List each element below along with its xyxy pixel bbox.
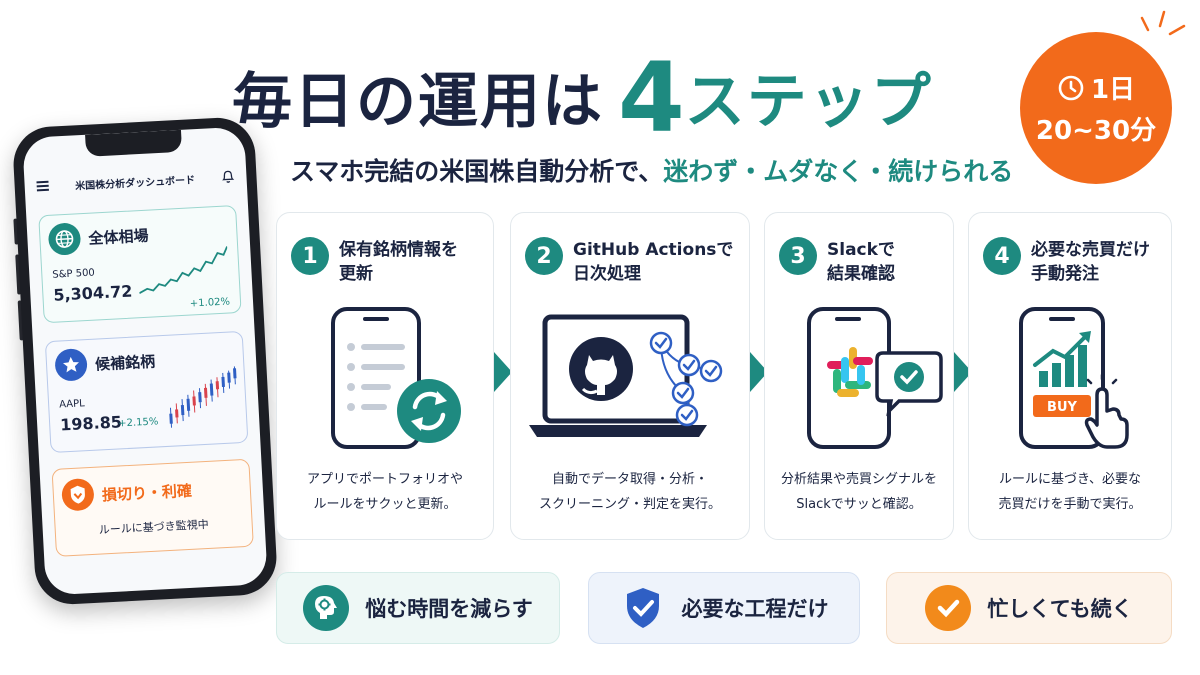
stop-loss-card[interactable]: 損切り・利確 ルールに基づき監視中 <box>51 458 254 557</box>
arrow-right-icon <box>750 352 768 392</box>
card-heading: 候補銘柄 <box>94 352 156 374</box>
step-title: GitHub Actionsで 日次処理 <box>573 240 734 284</box>
subtitle-highlight: 迷わず・ムダなく・続けられる <box>663 157 1014 186</box>
step-title: 必要な売買だけ 手動発注 <box>1031 240 1150 284</box>
shield-check-icon <box>620 585 666 631</box>
market-overview-card[interactable]: 全体相場 S&P 500 5,304.72 +1.02% <box>38 205 242 324</box>
step-card-3: 3 Slackで 結果確認 分析結果や売買シグナルを Slackでサッと確認。 <box>764 212 954 540</box>
benefit-essential-steps: 必要な工程だけ <box>588 572 860 644</box>
time-badge: 1日 20~30分 <box>1020 32 1172 184</box>
title-part1: 毎日の運用は <box>232 67 604 137</box>
subtitle-lead: スマホ完結の米国株自動分析で、 <box>290 157 664 186</box>
candidate-stock-card[interactable]: 候補銘柄 AAPL 198.85 +2.15% <box>44 330 249 454</box>
shield-icon <box>61 477 95 512</box>
arrow-right-icon <box>494 352 512 392</box>
head-gear-icon <box>303 585 350 631</box>
subtitle: スマホ完結の米国株自動分析で、迷わず・ムダなく・続けられる <box>290 152 1013 188</box>
bell-icon[interactable] <box>221 169 235 184</box>
card-heading: 全体相場 <box>88 226 149 248</box>
ticker-label: AAPL <box>58 398 86 411</box>
step-number: 1 <box>291 237 329 275</box>
monitoring-note: ルールに基づき監視中 <box>98 517 209 537</box>
app-title: 米国株分析ダッシュボード <box>74 174 196 192</box>
step-description: アプリでポートフォリオや ルールをサクッと更新。 <box>306 472 463 513</box>
step-card-4: 4 必要な売買だけ 手動発注 BUY ルールに基づき、必要な 売買だけを手動で実… <box>968 212 1172 540</box>
app-header: 米国株分析ダッシュボード <box>36 163 235 199</box>
phone-notch <box>85 129 183 157</box>
buy-button: BUY <box>1047 400 1077 415</box>
step-title: 保有銘柄情報を 更新 <box>339 240 458 284</box>
phone-screen: 米国株分析ダッシュボード 全体相場 S&P 500 5,304.72 <box>22 126 268 596</box>
arrow-right-icon <box>954 352 972 392</box>
benefit-keep-going: 忙しくても続く <box>886 572 1172 644</box>
badge-line1: 1日 <box>1090 75 1136 105</box>
page-title: 毎日の運用は 4 ステップ <box>232 36 933 146</box>
step-card-1: 1 保有銘柄情報を 更新 アプリでポートフォリオや ルールをサクッと更新。 <box>276 212 494 540</box>
index-value: 5,304.72 <box>52 281 133 305</box>
star-icon <box>54 348 88 382</box>
step-card-2: 2 GitHub Actionsで 日次処理 自動でデータ取得・分析・ スクリー… <box>510 212 750 540</box>
phone-mockup: 米国株分析ダッシュボード 全体相場 S&P 500 5,304.72 <box>11 115 279 607</box>
title-number: 4 <box>618 42 685 154</box>
step-title: Slackで 結果確認 <box>827 240 895 284</box>
benefit-label: 悩む時間を減らす <box>365 597 533 621</box>
check-circle-icon <box>925 585 972 631</box>
ticker-change: +2.15% <box>117 416 159 430</box>
benefit-reduce-time: 悩む時間を減らす <box>276 572 560 644</box>
laptop-github-icon <box>529 314 723 437</box>
phone-buy-icon: BUY <box>1019 307 1129 449</box>
step-number: 2 <box>525 237 563 275</box>
step-number: 3 <box>779 237 817 275</box>
menu-icon[interactable] <box>36 180 49 192</box>
candlestick-chart <box>169 366 237 428</box>
ticker-value: 198.85 <box>59 412 123 435</box>
benefit-label: 必要な工程だけ <box>681 597 829 621</box>
badge-line2: 20~30分 <box>1035 116 1157 146</box>
globe-icon <box>47 222 82 256</box>
benefit-label: 忙しくても続く <box>987 597 1133 621</box>
title-part2: ステップ <box>684 67 933 137</box>
step-number: 4 <box>983 237 1021 275</box>
step-description: 分析結果や売買シグナルを Slackでサッと確認。 <box>780 472 937 513</box>
clock-icon <box>1058 75 1084 100</box>
phone-list-sync-icon <box>331 307 461 449</box>
sparkline-chart <box>138 246 228 294</box>
step-description: 自動でデータ取得・分析・ スクリーニング・判定を実行。 <box>538 472 721 513</box>
phone-slack-icon <box>807 307 943 449</box>
card-heading: 損切り・利確 <box>101 481 193 505</box>
sparkle-lines-icon <box>1140 10 1186 36</box>
step-description: ルールに基づき、必要な 売買だけを手動で実行。 <box>998 472 1142 513</box>
index-change: +1.02% <box>189 296 231 310</box>
index-label: S&P 500 <box>52 267 96 281</box>
